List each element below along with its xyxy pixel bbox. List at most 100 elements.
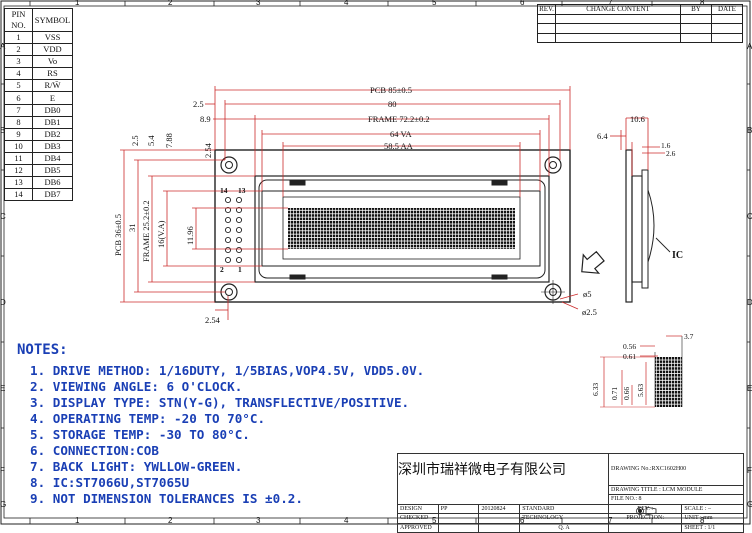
tab-mark (289, 180, 306, 186)
pcb-outline (214, 149, 571, 303)
qa-label: Q. A (519, 522, 609, 533)
pin-2-label: 2 (220, 265, 224, 274)
pin-number: 11 (4, 151, 33, 166)
zone-label: G (747, 500, 752, 509)
pin-number: 8 (4, 115, 33, 129)
date-header: DATE (711, 4, 743, 15)
pin-symbol: VDD (32, 43, 73, 57)
title-block: DRAWING No.:RXC1602H00 DRAWING TITLE : L… (397, 453, 744, 533)
zone-label: 6 (520, 0, 525, 7)
frame-outline (254, 175, 550, 283)
dim-hole-2-5: ø2.5 (582, 307, 597, 317)
unit-label: UNIT : mm (681, 513, 744, 524)
pin-symbol: E (32, 91, 73, 105)
file-no: FILE NO.: 8 (608, 494, 744, 505)
pin-number: 9 (4, 127, 33, 141)
dim-3-7: 3.7 (684, 332, 694, 341)
zone-label: 1 (75, 516, 80, 525)
pin-symbol: DB4 (32, 151, 73, 166)
note-item: 8. IC:ST7066U,ST7065U (30, 475, 190, 490)
approved-label: APPROVED (397, 522, 439, 533)
drawing-title: DRAWING TITLE : LCM MODULE (608, 484, 744, 495)
pin-13-label: 13 (238, 186, 246, 195)
dim-frame-width: FRAME 72.2±0.2 (368, 114, 430, 124)
dim-aa-height: 11.96 (185, 226, 195, 245)
zone-label: 1 (75, 0, 80, 7)
zone-label: 7 (608, 0, 613, 7)
zone-label: 4 (344, 0, 349, 7)
pin-1-label: 1 (238, 265, 242, 274)
mount-hole (220, 156, 238, 174)
mount-hole (544, 156, 562, 174)
note-item: 3. DISPLAY TYPE: STN(Y-G), TRANSFLECTIVE… (30, 395, 410, 410)
dim-6-33: 6.33 (591, 383, 600, 396)
viewing-direction-arrow (581, 250, 605, 274)
dimension-text: PCB 85±0.5 80 2.5 8.9 FRAME 72.2±0.2 64 … (193, 85, 694, 361)
bezel-outline (258, 179, 546, 279)
pin-no-header: PIN NO. (4, 8, 33, 32)
tab-mark (491, 274, 508, 280)
pin-number: 12 (4, 164, 33, 178)
standard-label: STANDARD (519, 503, 609, 514)
change-content-header: CHANGE CONTENT (555, 4, 681, 15)
technology-label: TECHNOLOGY (519, 513, 609, 524)
dim-0-71: 0.71 (610, 387, 619, 400)
note-item: 7. BACK LIGHT: YWLLOW-GREEN. (30, 459, 243, 474)
dim-80: 80 (388, 99, 397, 109)
pin-symbol: R/W̄ (32, 79, 73, 93)
dim-10-6: 10.6 (630, 114, 645, 124)
inner-border (3, 5, 748, 519)
lcm-front-view (214, 149, 571, 304)
active-area (282, 196, 521, 260)
pin-symbol: VSS (32, 30, 73, 45)
pin-symbol: DB7 (32, 188, 73, 202)
pin-symbol: Vo (32, 55, 73, 69)
zone-label: F (0, 466, 5, 475)
zone-label: C (747, 212, 752, 221)
mount-hole-inner (225, 288, 233, 296)
pin-number: 1 (4, 30, 33, 45)
symbol-header: SYMBOL (32, 8, 73, 32)
notes-section: NOTES: 1. DRIVE METHOD: 1/16DUTY, 1/5BIA… (17, 342, 424, 507)
zone-label: D (0, 298, 6, 307)
projection-label: PROJECTION: (607, 513, 683, 524)
dim-left-2-54: 2.54 (203, 142, 213, 158)
design-label: DESIGN (397, 503, 439, 514)
dim-2-5: 2.5 (193, 99, 204, 109)
zone-label: A (747, 42, 752, 51)
zone-label: E (747, 384, 752, 393)
pin-table-header: PIN NO. SYMBOL (4, 8, 73, 32)
connector-pins (224, 196, 243, 264)
rev-label: REV. : (607, 503, 683, 514)
dim-6-4: 6.4 (597, 131, 608, 141)
dim-pcb-width: PCB 85±0.5 (370, 85, 412, 95)
dim-0-66: 0.66 (622, 387, 631, 400)
zone-label: 3 (256, 516, 261, 525)
dim-1-6: 1.6 (661, 141, 671, 150)
scale-label: SCALE : – (681, 503, 744, 514)
zone-label: 5 (432, 0, 437, 7)
pin-number: 7 (4, 103, 33, 117)
zone-label: D (747, 298, 752, 307)
by-header: BY (680, 4, 712, 15)
zone-label: 3 (256, 0, 261, 7)
dim-aa-width: 58.5 AA (384, 141, 414, 151)
viewing-area (261, 190, 541, 267)
checked-label: CHECKED (397, 513, 439, 524)
drawing-no: DRAWING No.:RXC1602H00 (608, 453, 744, 486)
pin-number: 10 (4, 139, 33, 153)
note-item: 1. DRIVE METHOD: 1/16DUTY, 1/5BIAS,VOP4.… (30, 363, 425, 378)
pin-number: 4 (4, 67, 33, 81)
